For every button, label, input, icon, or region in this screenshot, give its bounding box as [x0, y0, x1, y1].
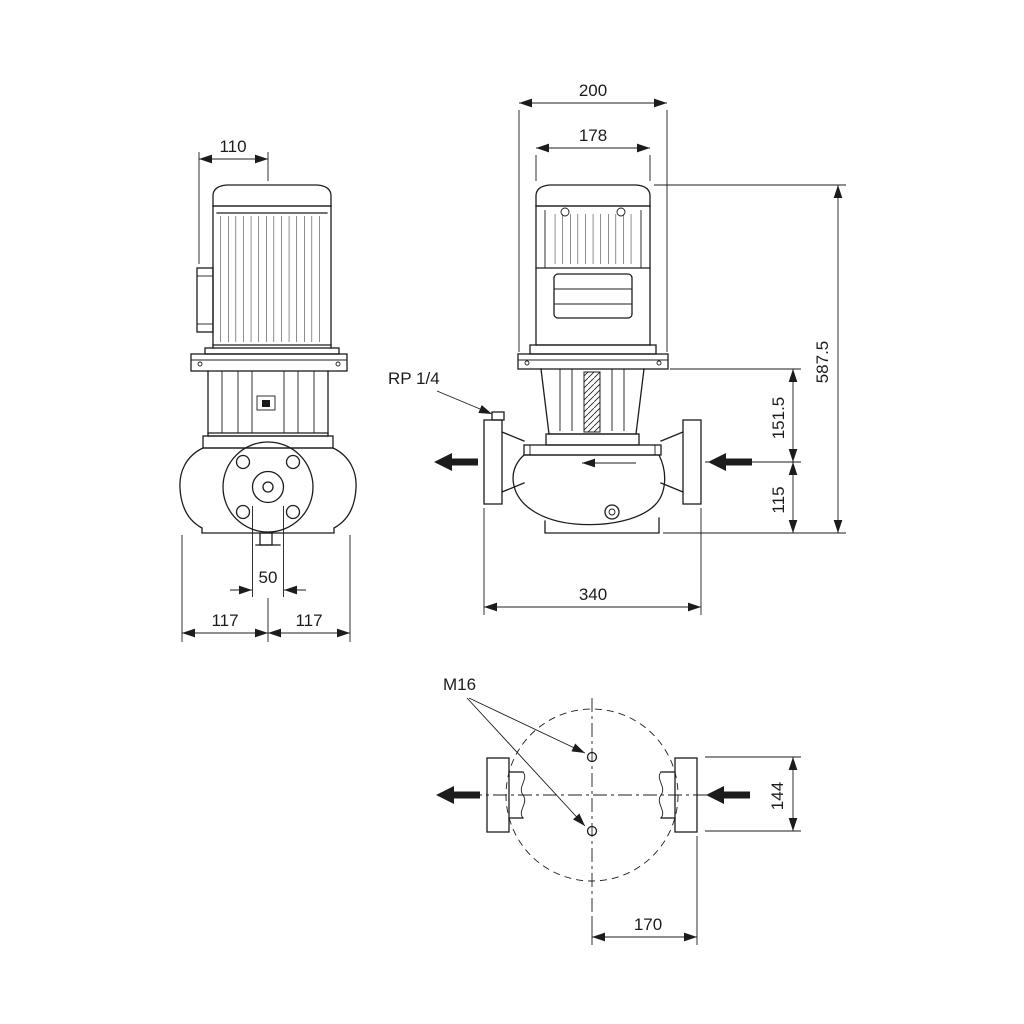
- break-line: [520, 771, 526, 819]
- dim-144: 144: [705, 756, 801, 832]
- bolt-hole: [235, 504, 251, 520]
- dim-587-5: 587.5: [654, 184, 846, 534]
- gauge-tapping-hole: [586, 751, 598, 763]
- bolt-hole: [285, 504, 301, 520]
- front-view: 110 50 117 117: [179, 137, 357, 642]
- m16-label: M16: [443, 675, 476, 694]
- side-lantern: [540, 368, 645, 435]
- dim-587-5-label: 587.5: [813, 341, 832, 384]
- dim-340: 340: [483, 508, 702, 615]
- side-suction-discharge: [483, 411, 702, 505]
- front-port-bore: [251, 470, 285, 504]
- right-port-flange: [682, 419, 702, 505]
- flow-arrow-inlet-plan-icon: [706, 786, 750, 804]
- front-drain-plug: [259, 532, 273, 546]
- front-volute: [179, 447, 357, 546]
- dim-117-right-label: 117: [295, 611, 322, 630]
- dim-110-label: 110: [219, 137, 246, 156]
- dim-151-5-label: 151.5: [769, 397, 788, 440]
- bolt-hole: [285, 454, 301, 470]
- dim-340-label: 340: [579, 585, 607, 604]
- dim-117-117: 117 117: [181, 535, 351, 642]
- gauge-port-label: RP 1/4: [388, 369, 440, 388]
- dim-50: 50: [230, 506, 306, 597]
- side-seal-housing: [545, 433, 640, 446]
- gauge-tapping-boss: [491, 411, 505, 421]
- dim-170: 170: [591, 836, 698, 945]
- gauge-port-callout: RP 1/4: [388, 369, 493, 415]
- plan-right-flange: [658, 757, 698, 833]
- front-lantern: [207, 370, 329, 437]
- side-motor: [529, 184, 657, 355]
- side-view: 200 178: [388, 81, 846, 615]
- pump-shaft: [583, 371, 601, 433]
- side-stool-plate: [517, 353, 669, 370]
- front-port-flange: [222, 441, 314, 533]
- flow-arrow-outlet-icon: [434, 453, 478, 471]
- dim-115: 115: [769, 462, 798, 533]
- break-line: [658, 771, 664, 819]
- dim-115-label: 115: [769, 486, 788, 513]
- left-port-flange: [483, 419, 503, 505]
- m16-callout: M16: [443, 675, 586, 827]
- dim-200-label: 200: [579, 81, 607, 100]
- dim-151-5: 151.5: [670, 368, 801, 463]
- motor-nameplate: [553, 273, 633, 319]
- pump-outline-hidden: [505, 708, 679, 882]
- gauge-tapping-hole: [586, 825, 598, 837]
- dim-144-label: 144: [768, 782, 787, 810]
- front-stool-plate: [190, 353, 348, 372]
- dim-178-label: 178: [579, 126, 607, 145]
- front-terminal-box: [196, 267, 214, 333]
- dim-200: 200: [518, 81, 668, 352]
- side-volute: [512, 444, 666, 534]
- plan-left-flange: [486, 757, 526, 833]
- bolt-hole: [235, 454, 251, 470]
- side-drain-plug: [604, 504, 620, 520]
- dim-110: 110: [198, 137, 269, 264]
- flow-arrow-outlet-plan-icon: [436, 786, 480, 804]
- plan-view: M16 144 170: [436, 675, 801, 945]
- dim-50-label: 50: [259, 568, 278, 587]
- dim-170-label: 170: [634, 915, 662, 934]
- front-motor: [196, 184, 340, 355]
- dim-178: 178: [535, 126, 651, 181]
- dim-117-left-label: 117: [211, 611, 238, 630]
